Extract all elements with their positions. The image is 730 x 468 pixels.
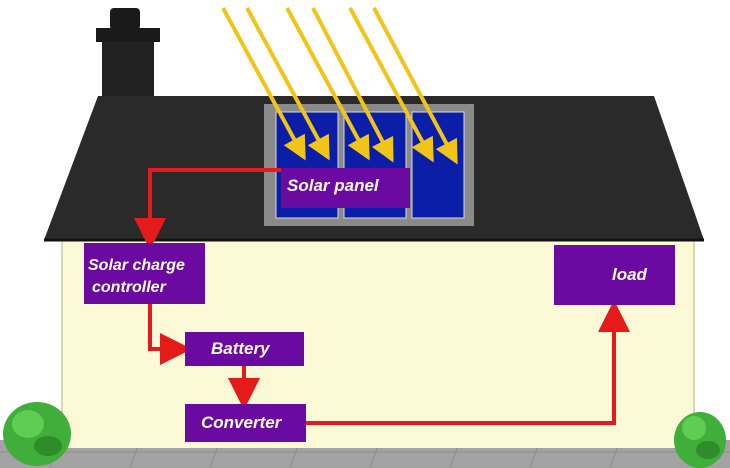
sun-rays-icon: [221, 7, 458, 165]
solar-panel-label: Solar panel: [287, 176, 379, 195]
charge-controller-label-line1: Solar charge: [88, 257, 185, 274]
load-label: load: [612, 265, 647, 284]
arrow-controller-to-battery: [148, 304, 192, 365]
converter-label-box: Converter: [185, 404, 306, 442]
charge-controller-label-box: Solar charge controller: [84, 243, 205, 304]
charge-controller-label-line2: controller: [92, 279, 166, 296]
battery-label-box: Battery: [185, 332, 304, 366]
bush-left-icon: [3, 402, 71, 466]
arrow-converter-to-load: [306, 300, 630, 425]
converter-label: Converter: [201, 413, 282, 432]
charge-controller-label: Solar charge controller: [88, 255, 185, 299]
solar-panel-label-box: Solar panel: [281, 168, 410, 208]
chimney-icon: [96, 8, 160, 98]
bush-right-icon: [674, 412, 726, 468]
load-label-box: load: [554, 245, 675, 305]
arrow-panel-to-controller: [134, 168, 281, 250]
power-flow-arrows: [134, 168, 630, 425]
battery-label: Battery: [211, 339, 270, 358]
